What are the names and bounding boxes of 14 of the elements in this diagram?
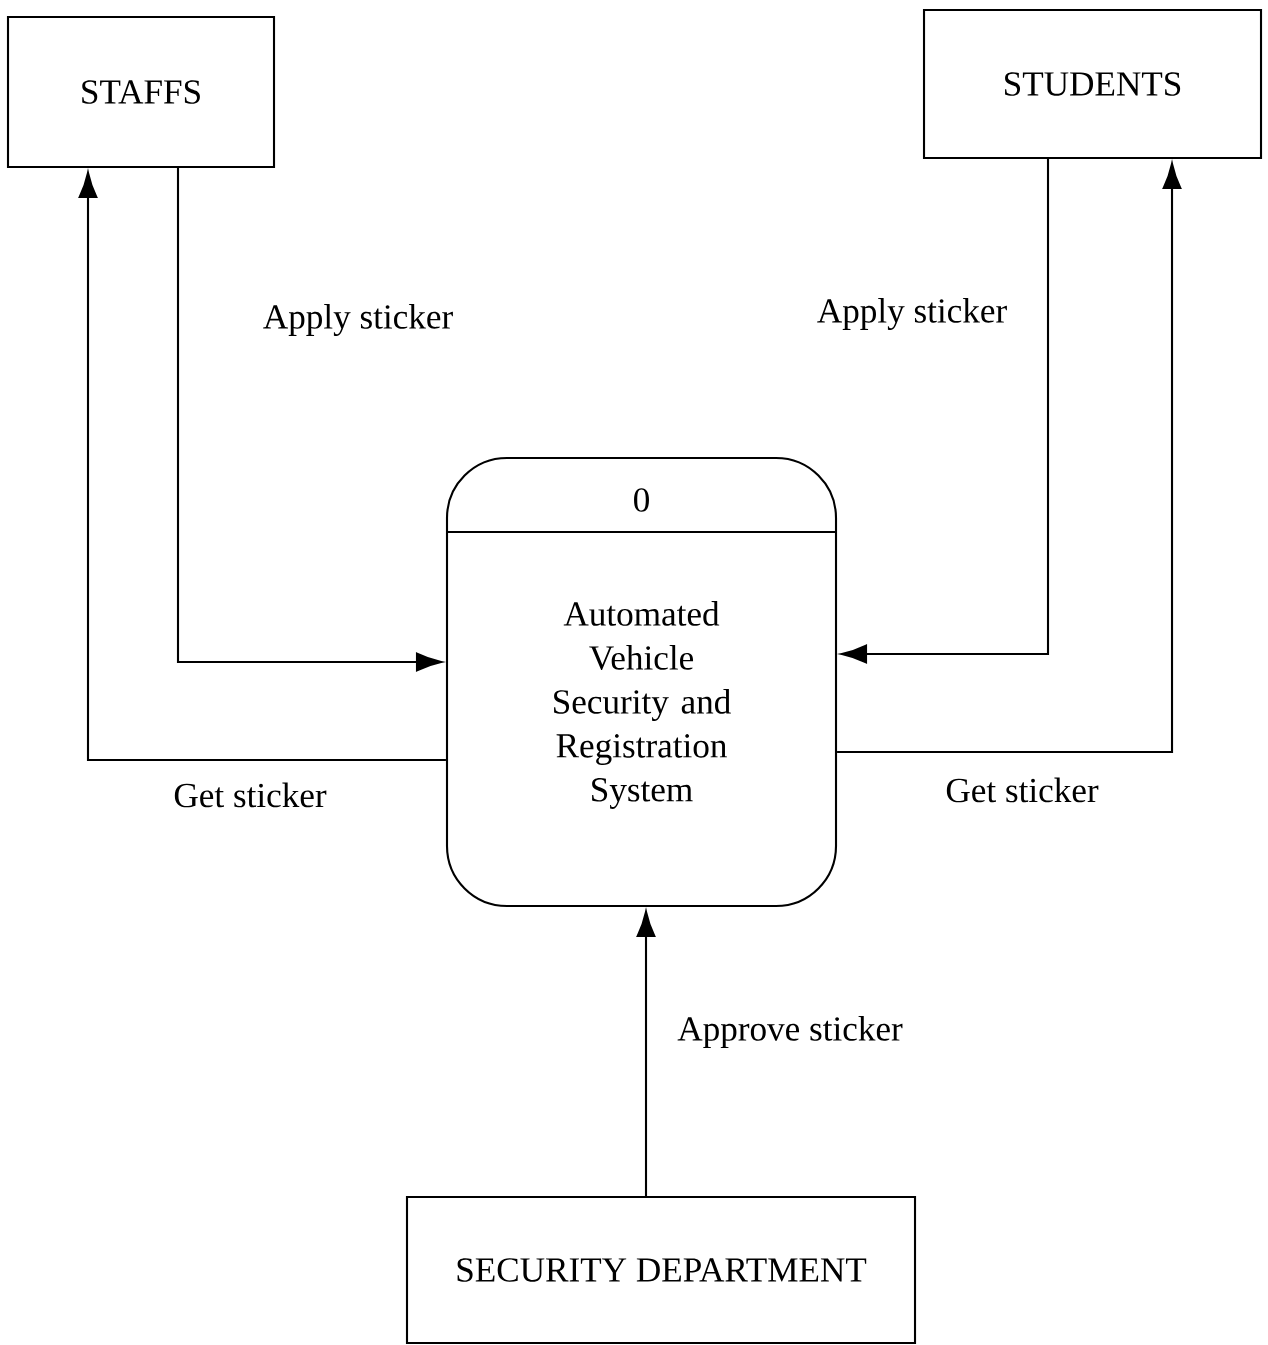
edge-label: Get sticker bbox=[946, 777, 1099, 803]
arrow bbox=[636, 910, 656, 1196]
edge-label: Get sticker bbox=[174, 782, 327, 808]
entity-box: STUDENTS bbox=[922, 8, 1263, 160]
arrow bbox=[837, 162, 1182, 754]
entity-box: STAFFS bbox=[6, 15, 276, 169]
process-box: 0 Automated Vehicle Security and Registration System bbox=[445, 456, 838, 908]
arrow bbox=[840, 159, 1050, 664]
edge-label: Apply sticker bbox=[263, 304, 453, 336]
arrow bbox=[78, 171, 446, 762]
arrow bbox=[176, 168, 443, 672]
edge-label: Apply sticker bbox=[817, 298, 1007, 330]
edge-label: Approve sticker bbox=[677, 1016, 903, 1048]
entity-box: SECURITY DEPARTMENT bbox=[405, 1195, 917, 1345]
